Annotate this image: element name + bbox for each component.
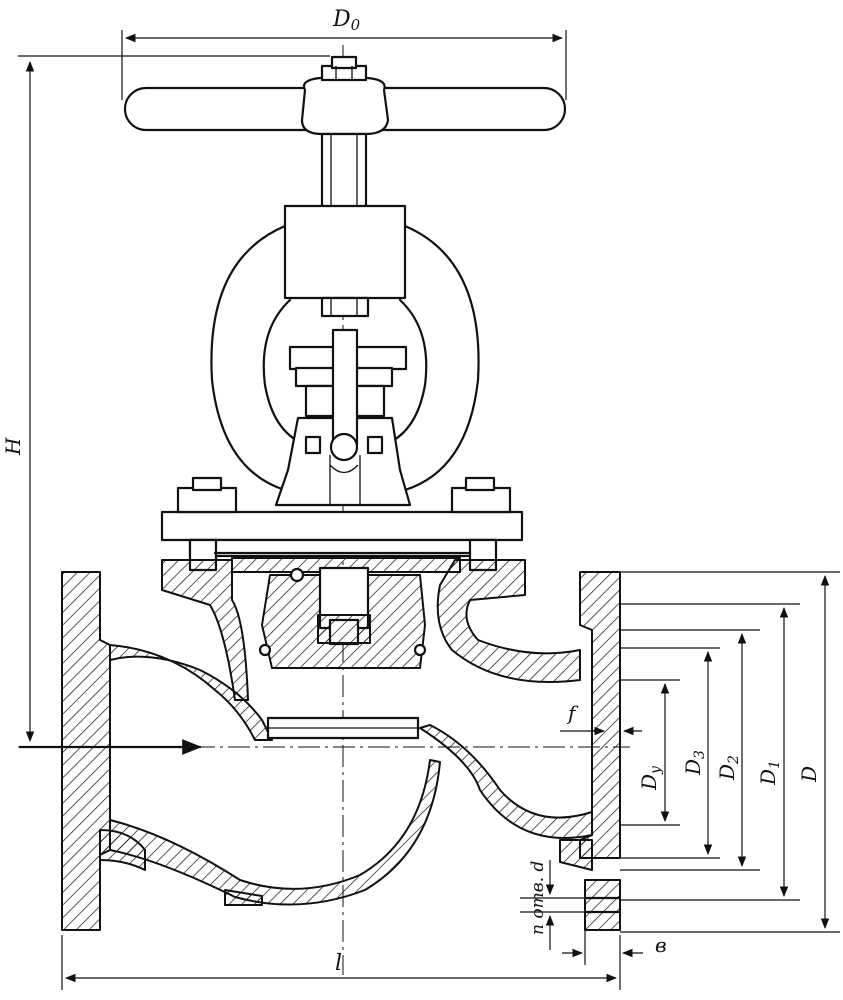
handwheel (123, 55, 567, 136)
dimension-f-label: f (566, 701, 579, 725)
svg-text:D2: D2 (715, 755, 742, 781)
valve-disc (258, 566, 427, 740)
svg-text:D1: D1 (756, 760, 783, 786)
dimension-h: H (1, 55, 330, 743)
dimension-dy-label: D (637, 774, 661, 791)
dimension-d3-sub: 3 (692, 750, 708, 759)
dimension-diameters: Dy D3 D2 D1 D (620, 571, 840, 933)
svg-text:Dy: Dy (637, 765, 664, 791)
dimension-d0: D0 (121, 7, 567, 100)
dimension-l-label: l (335, 951, 342, 976)
yoke (210, 204, 480, 492)
dimension-d-label: D (797, 766, 821, 783)
dimension-d0-sub: 0 (351, 16, 361, 34)
svg-text:D3: D3 (681, 750, 708, 776)
dimension-dy-sub: y (648, 765, 664, 775)
svg-text:D0: D0 (332, 7, 361, 34)
stuffing-box (274, 328, 412, 507)
stem (320, 132, 368, 210)
dimension-holes: n отв. d (520, 860, 585, 950)
dimension-b-label: в (655, 933, 667, 957)
bonnet-flange (160, 476, 524, 573)
dimension-l: l (61, 935, 621, 990)
dimension-d2-sub: 2 (726, 755, 742, 765)
dimension-h-label: H (1, 437, 25, 456)
dimension-holes-label: n отв. d (528, 861, 548, 935)
dimension-b: в (562, 930, 667, 965)
dimension-d1-sub: 1 (767, 760, 783, 769)
dimension-d0-label: D (332, 7, 351, 32)
valve-body (61, 559, 622, 931)
dimension-d1-label: D (756, 769, 780, 786)
dimension-d2-label: D (715, 764, 739, 781)
dimension-d3-label: D (681, 759, 705, 776)
